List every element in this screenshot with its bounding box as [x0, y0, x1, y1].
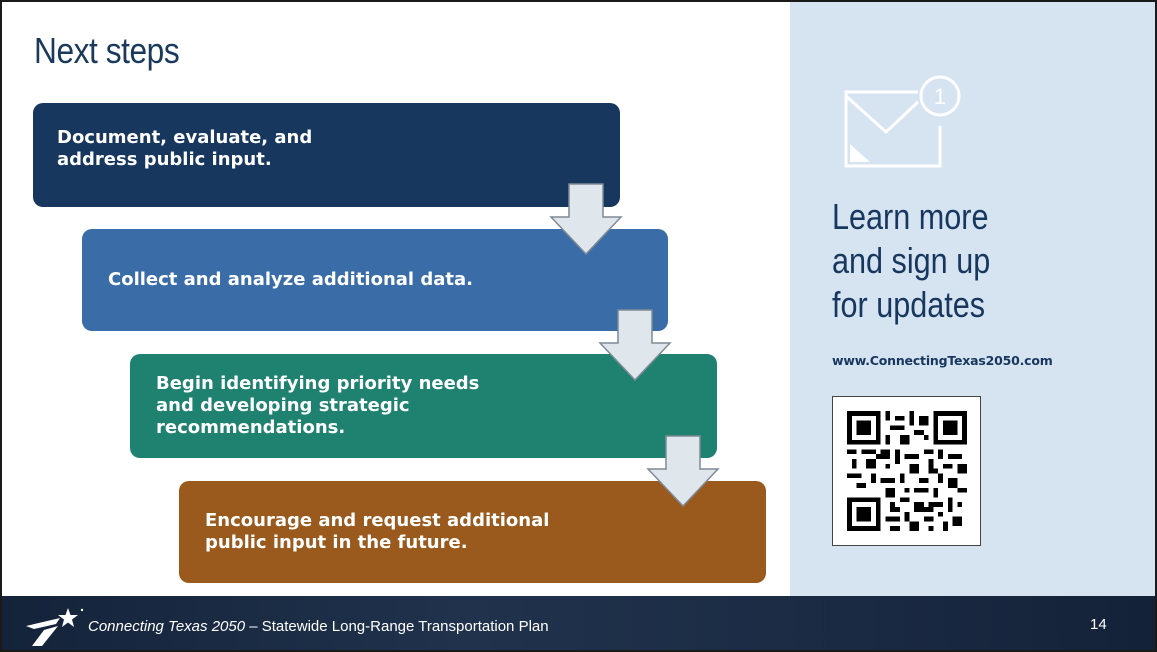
- qr-code[interactable]: [832, 396, 981, 546]
- notification-count: 1: [934, 84, 946, 109]
- plan-subtitle: – Statewide Long-Range Transportation Pl…: [245, 618, 549, 635]
- page-number: 14: [1090, 616, 1107, 633]
- website-link[interactable]: www.ConnectingTexas2050.com: [832, 353, 1053, 368]
- step-4-text: Encourage and request additional public …: [205, 510, 550, 553]
- down-arrow-icon: [646, 435, 720, 507]
- step-2-text: Collect and analyze additional data.: [108, 269, 473, 290]
- step-3-box: Begin identifying priority needs and dev…: [130, 354, 717, 458]
- step-1-box: Document, evaluate, and address public i…: [33, 103, 620, 207]
- step-4-box: Encourage and request additional public …: [179, 481, 766, 583]
- qr-code-image: [847, 411, 967, 531]
- plan-name: Connecting Texas 2050: [88, 618, 246, 635]
- down-arrow-icon: [549, 183, 623, 255]
- step-1-text: Document, evaluate, and address public i…: [57, 127, 313, 170]
- slide-title: Next steps: [34, 30, 180, 71]
- mail-notification-icon: 1: [844, 75, 961, 168]
- sidebar-heading: Learn more and sign up for updates: [832, 196, 991, 325]
- txdot-star-logo-icon: [26, 608, 84, 646]
- footer-caption: Connecting Texas 2050 – Statewide Long-R…: [88, 618, 549, 635]
- step-2-box: Collect and analyze additional data.: [82, 229, 668, 331]
- down-arrow-icon: [598, 309, 672, 381]
- step-3-text: Begin identifying priority needs and dev…: [156, 373, 480, 438]
- footer-bar: Connecting Texas 2050 – Statewide Long-R…: [0, 596, 1157, 652]
